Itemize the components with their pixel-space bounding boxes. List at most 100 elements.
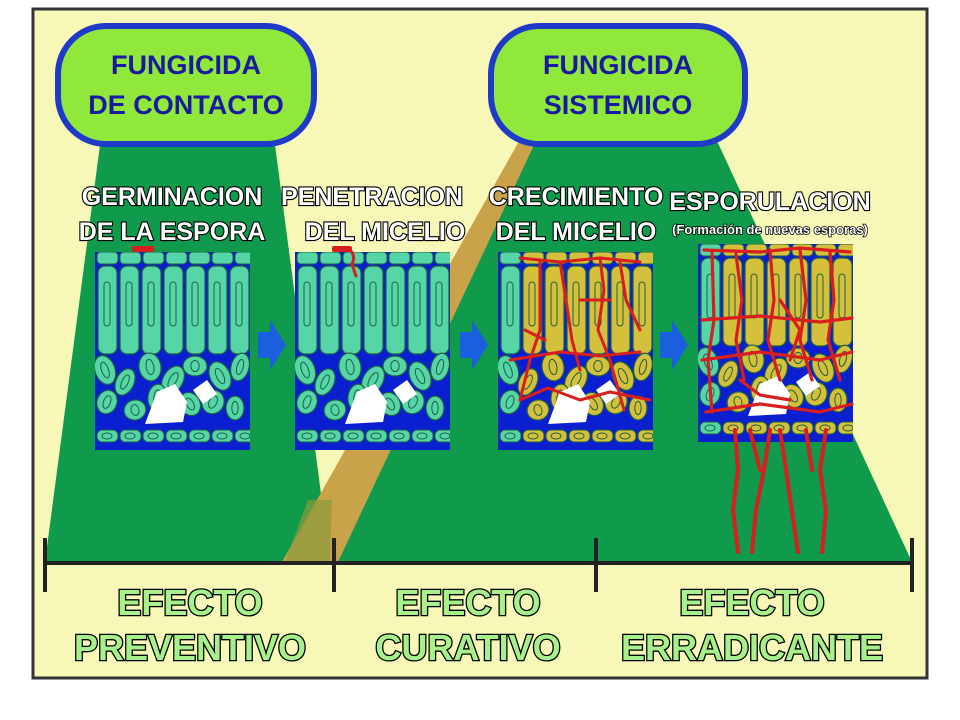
mesophyll-nucleus [320,374,330,390]
mesophyll-nucleus [431,400,439,416]
lower-epidermis-nucleus [439,432,450,440]
mesophyll-cell [408,361,432,391]
lower-epidermis-cell [568,429,591,443]
palisade-cell [119,265,140,355]
epidermis-cell [411,252,434,265]
lower-epidermis-cell [96,429,119,443]
palisade-vacuole [147,281,155,327]
mycelium-hypha [523,328,547,342]
epidermis-cell [165,252,188,265]
palisade-cell [429,265,450,355]
lower-epidermis-cell [545,429,568,443]
palisade-vacuole [125,281,133,327]
mesophyll-nucleus [385,397,395,411]
effect-curative-line1: EFECTO [395,582,540,623]
mesophyll-nucleus [548,358,558,376]
mesophyll-nucleus [302,395,312,409]
mycelium-overlay [132,246,854,554]
lower-epidermis-cell [388,429,411,443]
lower-epidermis-nucleus [393,432,405,440]
lower-epidermis-nucleus [842,424,853,432]
mycelium-hypha [704,402,854,414]
mesophyll-nucleus [838,351,848,367]
mesophyll-nucleus [345,358,355,376]
mesophyll-nucleus [190,360,200,372]
palisade-cell [500,265,521,355]
palisade-vacuole [794,273,802,319]
lower-epidermis-nucleus [596,432,608,440]
stage-2-title-line2: DEL MICELIO [305,218,466,246]
mesophyll-cell [225,395,245,421]
palisade-cell [229,265,250,355]
systemic-fungicide-line2: SISTEMICO [544,90,693,120]
leaf-section-growth [498,252,653,450]
lower-epidermis-nucleus [239,432,250,440]
mesophyll-nucleus [330,404,340,416]
epidermis-cell [434,252,450,265]
mesophyll-cell [96,389,118,415]
progression-arrow-2 [460,320,488,370]
mycelium-hypha [734,252,746,382]
lower-epidermis-nucleus [370,432,382,440]
mesophyll-nucleus [617,367,629,385]
mesophyll-cell [632,352,653,382]
epidermis-cell [234,252,250,265]
lower-epidermis-nucleus [324,432,336,440]
mesophyll-cell [314,368,336,396]
lower-epidermis-cell [791,421,814,435]
palisade-cell [163,265,184,355]
mesophyll-cell [717,360,739,388]
mesophyll-nucleus [130,404,140,416]
sporulating-hypha [750,428,772,554]
systemic-fungicide-line1: FUNGICIDA [543,50,693,80]
mesophyll-nucleus [100,361,110,379]
palisade-vacuole [369,281,377,327]
leaf-section-sporulation [698,244,853,442]
epidermis-cell [296,252,319,265]
palisade-vacuole [325,281,333,327]
mycelium-hypha [518,260,542,402]
mesophyll-cell [585,355,611,377]
air-cavity [796,372,820,396]
mesophyll-nucleus [185,397,195,411]
epidermis-cell [388,252,411,265]
palisade-vacuole [506,281,514,327]
palisade-vacuole [638,281,646,327]
palisade-cell [341,265,362,355]
epidermis-cell [119,252,142,265]
mesophyll-nucleus [503,361,513,379]
effect-preventive-line2: PREVENTIVO [74,627,306,668]
palisade-vacuole [347,281,355,327]
stage-4-subtitle: (Formación de nuevas esporas) [672,222,868,237]
palisade-cell [141,265,162,355]
palisade-cell [297,265,318,355]
lower-epidermis-nucleus [527,432,539,440]
lower-epidermis-nucleus [347,432,359,440]
lower-epidermis-nucleus [619,432,631,440]
lower-epidermis-cell [296,429,319,443]
lower-epidermis-nucleus [750,424,762,432]
lower-epidermis-cell [522,429,545,443]
mesophyll-nucleus [505,395,515,409]
lower-epidermis-cell [411,429,434,443]
palisade-cell [207,265,228,355]
mycelium-hypha [778,298,802,362]
spore [132,246,154,252]
mycelium-hypha [706,250,716,414]
epidermis-cell [745,244,768,257]
mesophyll-cell [182,355,208,377]
penetrating-hypha [348,248,358,278]
palisade-cell [810,257,831,347]
spore [332,246,352,252]
sporulating-hypha [748,428,762,472]
palisade-vacuole [103,281,111,327]
epidermis-cell [188,252,211,265]
mesophyll-nucleus [214,367,226,385]
lower-epidermis-cell [211,429,234,443]
palisade-vacuole [435,281,443,327]
lower-epidermis-nucleus [416,432,428,440]
palisade-vacuole [191,281,199,327]
contact-fungicide-pill [55,23,317,147]
palisade-vacuole [391,281,399,327]
epidermis-cell [142,252,165,265]
